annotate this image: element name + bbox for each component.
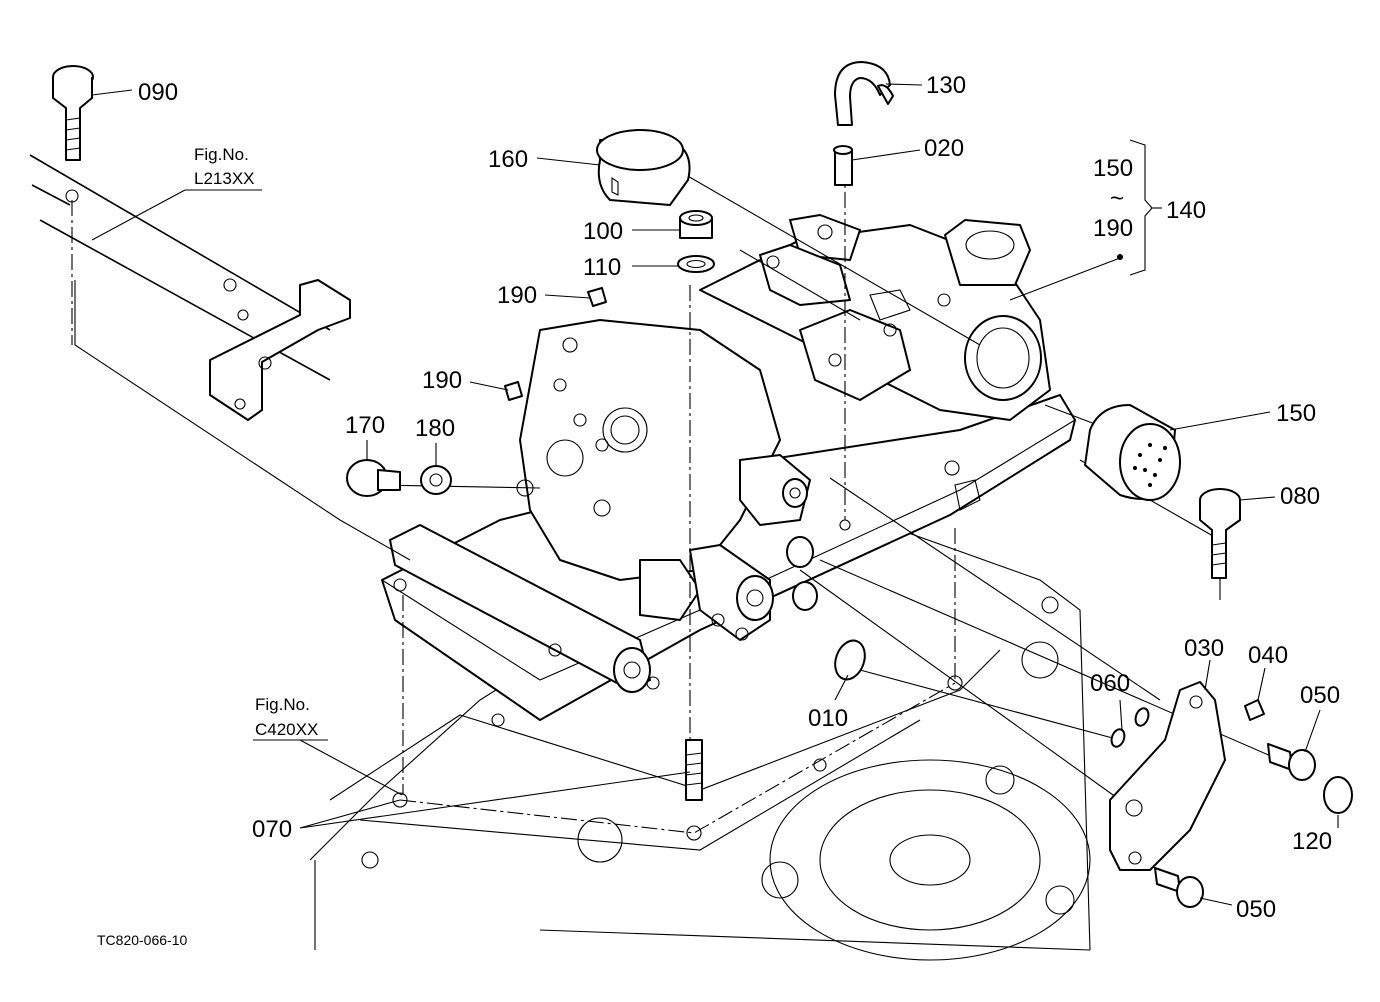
callout-170: 170 <box>345 412 385 439</box>
stud-070 <box>685 739 703 801</box>
range-from-150: 150 <box>1093 155 1133 182</box>
washer-180 <box>420 465 452 495</box>
callout-190-upper: 190 <box>497 282 537 309</box>
cap-120 <box>1323 776 1353 814</box>
callout-060: 060 <box>1090 670 1130 697</box>
callout-080: 080 <box>1280 483 1320 510</box>
leader-lines <box>91 83 1339 906</box>
o-rings-060 <box>1110 707 1150 748</box>
fig-label-left: Fig.No. <box>255 695 310 714</box>
bolt-080 <box>1199 488 1241 579</box>
callout-050-lower: 050 <box>1236 896 1276 923</box>
callout-120: 120 <box>1292 828 1332 855</box>
bracket-030 <box>1109 681 1226 871</box>
callout-110: 110 <box>583 254 621 281</box>
callout-010: 010 <box>808 705 848 732</box>
callout-labels: 090 130 020 160 100 110 190 190 170 180 … <box>138 72 1340 923</box>
callout-140: 140 <box>1166 197 1206 224</box>
nut-100 <box>679 210 713 239</box>
plug-190-upper <box>587 287 607 307</box>
bolt-050-upper <box>1267 743 1316 781</box>
washer-110 <box>677 255 715 273</box>
callout-180: 180 <box>415 415 455 442</box>
callout-020: 020 <box>924 135 964 162</box>
frame-rail <box>29 154 351 521</box>
bushing-160 <box>596 129 691 206</box>
callout-050-upper: 050 <box>1300 682 1340 709</box>
callout-030: 030 <box>1184 635 1224 662</box>
drawing-code: TC820-066-10 <box>97 932 187 948</box>
callout-130: 130 <box>926 72 966 99</box>
figure-reference-top: Fig.No. L213XX <box>185 145 262 191</box>
plug-170 <box>346 459 401 497</box>
plug-040 <box>1244 699 1265 721</box>
callout-150: 150 <box>1276 400 1316 427</box>
callout-100: 100 <box>583 218 623 245</box>
cylinder-housing <box>381 214 1076 721</box>
range-to-190: 190 <box>1093 215 1133 242</box>
fig-code-top: L213XX <box>194 169 255 188</box>
pipe-130 <box>834 61 894 126</box>
callout-040: 040 <box>1248 642 1288 669</box>
bolt-090 <box>52 65 94 161</box>
range-tilde: ~ <box>1110 185 1124 212</box>
filter-150 <box>1084 404 1181 501</box>
callout-160: 160 <box>488 146 528 173</box>
nipple-020 <box>833 145 853 186</box>
callout-070: 070 <box>252 816 292 843</box>
plug-190-lower <box>504 381 523 401</box>
bolt-050-lower <box>1154 867 1204 908</box>
callout-190-lower: 190 <box>422 367 462 394</box>
callout-090: 090 <box>138 79 178 106</box>
fig-label-top: Fig.No. <box>194 145 249 164</box>
o-ring-010 <box>834 639 866 681</box>
fig-code-left: C420XX <box>255 720 318 739</box>
figure-reference-left: Fig.No. C420XX <box>253 695 328 741</box>
